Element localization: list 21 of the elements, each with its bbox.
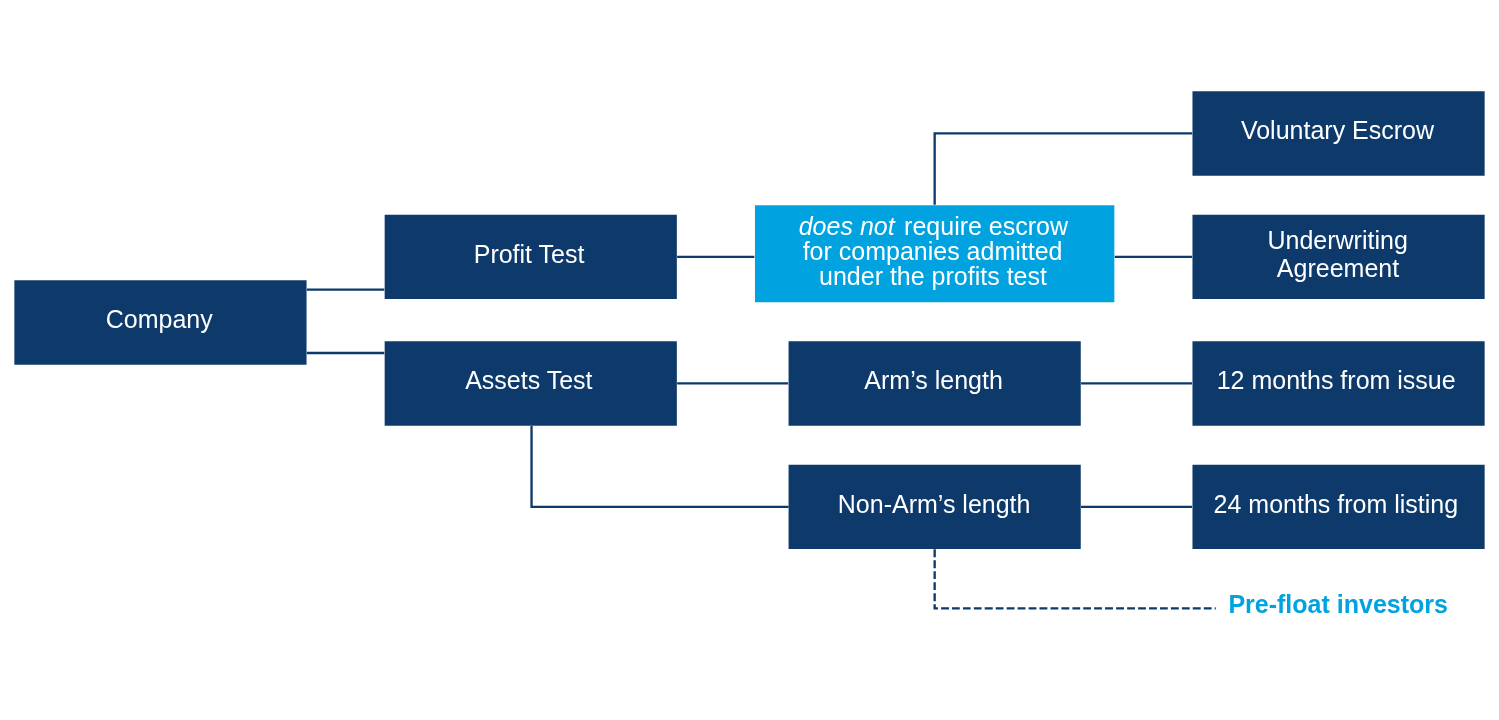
node-text: Pre-float investors bbox=[1228, 589, 1448, 618]
node-box: Voluntary Escrow bbox=[1192, 91, 1485, 176]
connector bbox=[1081, 382, 1192, 385]
node-box: 24 months from listing bbox=[1192, 464, 1485, 550]
node-box: Company bbox=[14, 280, 307, 365]
connector bbox=[933, 132, 1193, 205]
node-box: Arm’s length bbox=[788, 341, 1081, 426]
connector bbox=[677, 382, 789, 385]
node-box: does not require escrow for companies admitted under the profits test bbox=[754, 205, 1115, 303]
node-box: Non-Arm’s length bbox=[788, 464, 1081, 550]
connector bbox=[933, 549, 1216, 610]
connector bbox=[306, 288, 385, 291]
node-box: Assets Test bbox=[384, 341, 677, 426]
connector bbox=[530, 425, 789, 509]
connector bbox=[677, 255, 755, 259]
node-box: 12 months from issue bbox=[1192, 341, 1485, 426]
connector bbox=[1081, 505, 1192, 509]
node-box: Profit Test bbox=[384, 214, 677, 300]
connector bbox=[1114, 255, 1193, 259]
node-box: Underwriting Agreement bbox=[1192, 214, 1485, 300]
connector bbox=[306, 351, 385, 355]
